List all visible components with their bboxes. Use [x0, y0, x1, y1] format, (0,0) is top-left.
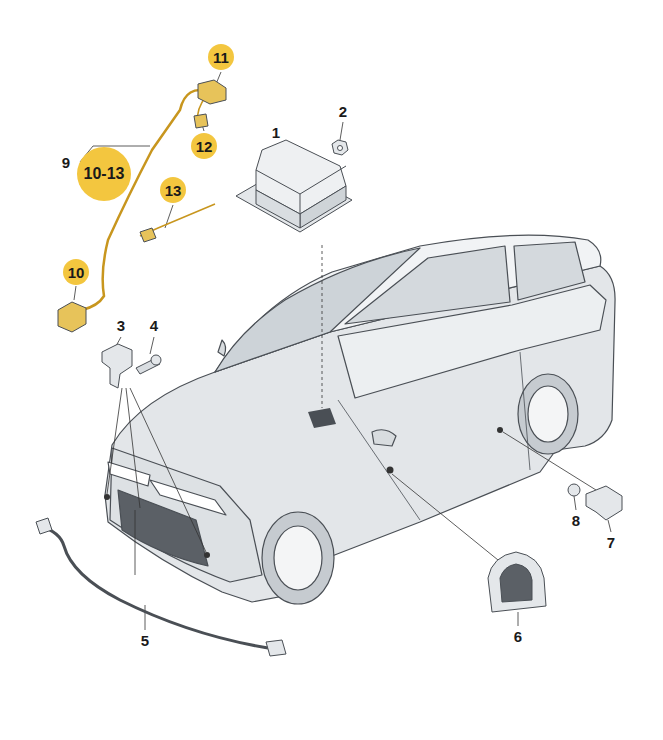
callout-circle: 10-13 — [77, 147, 131, 201]
callout-number: 4 — [149, 318, 159, 335]
callout-circle: 10 — [63, 259, 89, 285]
callout-number: 11 — [213, 49, 229, 66]
callout-number: 13 — [165, 182, 182, 199]
callout-circle: 13 — [160, 177, 186, 203]
callout-number: 5 — [140, 633, 150, 650]
callout-number: 12 — [196, 138, 213, 155]
callout-number: 6 — [513, 629, 523, 646]
callout-number: 9 — [61, 155, 71, 172]
callout-circle: 11 — [208, 44, 234, 70]
callout-number: 2 — [338, 104, 348, 121]
callout-circle: 12 — [191, 133, 217, 159]
callout-number: 1 — [271, 125, 281, 142]
callout-number: 7 — [606, 535, 616, 552]
callout-number: 3 — [116, 318, 126, 335]
callout-number: 10 — [68, 264, 85, 281]
callout-number: 10-13 — [84, 165, 125, 183]
callout-number: 8 — [571, 513, 581, 530]
